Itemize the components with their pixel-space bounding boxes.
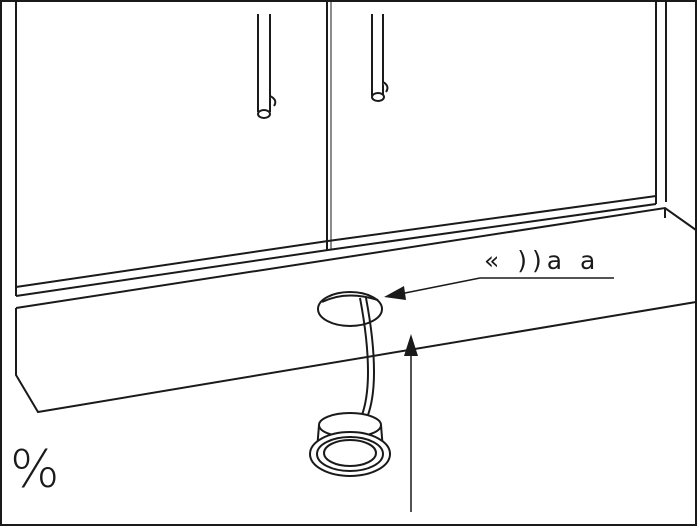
figure-tag: % (10, 440, 60, 500)
door-handle-left (257, 14, 277, 119)
callout-label: « ))a a (484, 246, 601, 275)
door-handle-right (371, 14, 389, 102)
plinth-arrow (404, 334, 418, 512)
callout-leader (384, 277, 614, 300)
cable-hole (317, 291, 383, 327)
cabinet-body (15, 2, 667, 296)
power-cable (359, 297, 376, 421)
door-bottom-edge (15, 195, 657, 297)
recessed-light-fixture (309, 412, 391, 477)
